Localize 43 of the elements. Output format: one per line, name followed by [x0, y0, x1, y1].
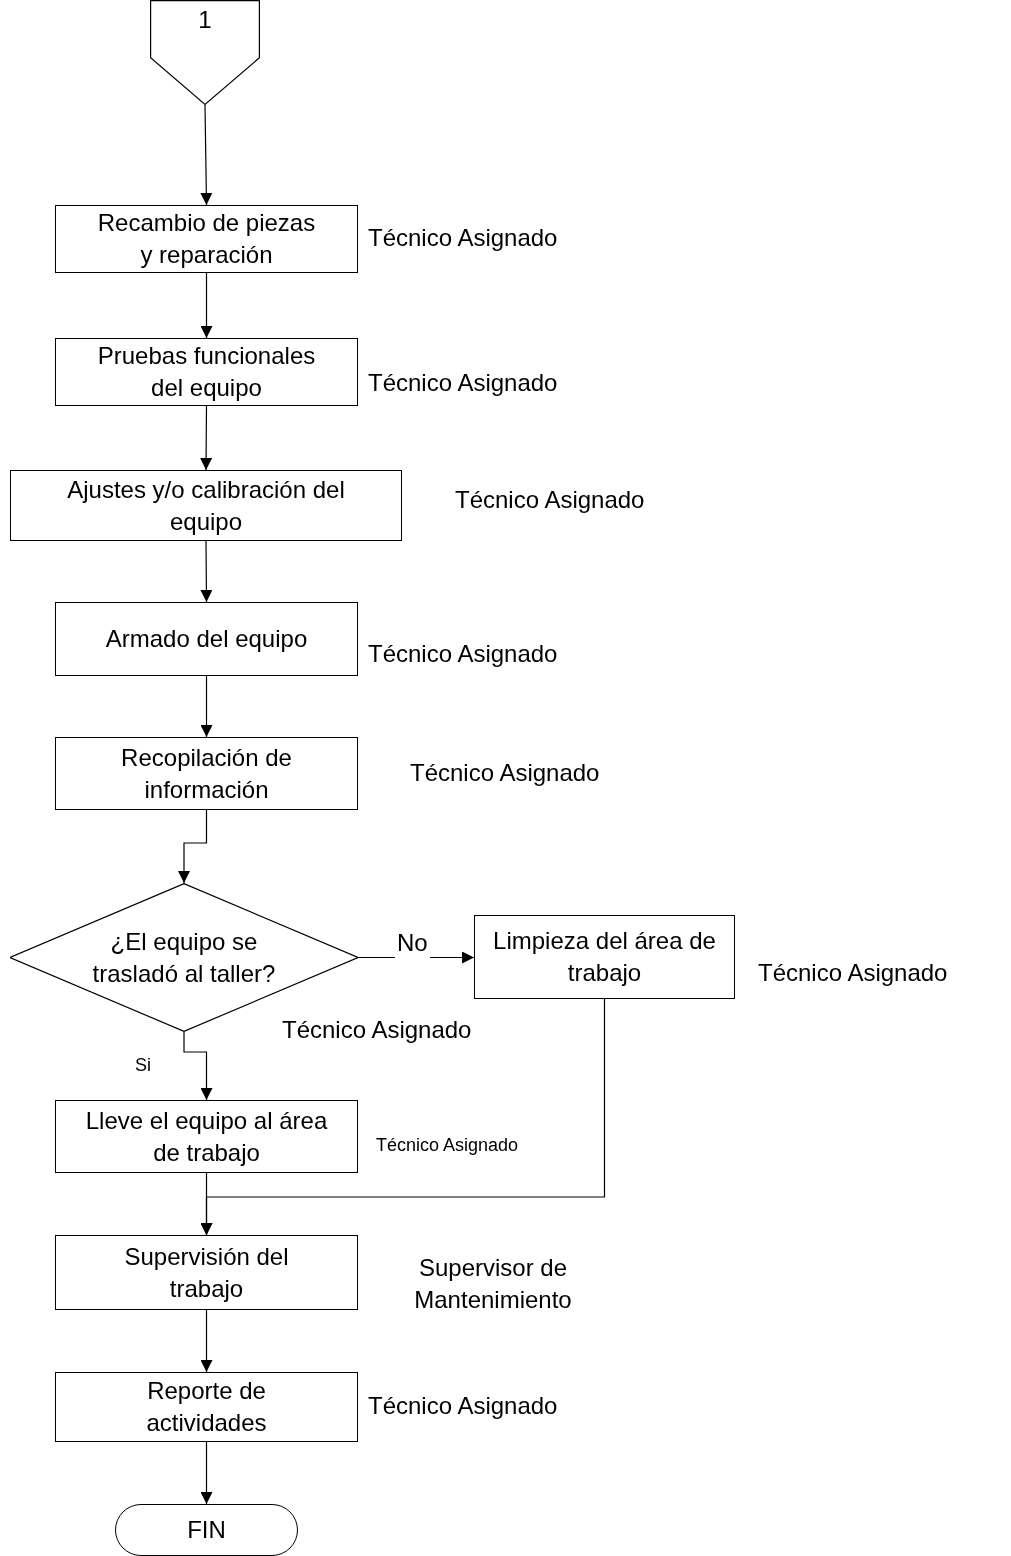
- process-box: [55, 737, 358, 810]
- step-text: Reporte de actividades: [145, 1376, 268, 1438]
- step-text: FIN: [186, 1515, 227, 1545]
- process-box: [55, 205, 358, 273]
- off-page-connector: [150, 0, 260, 105]
- step-text: Supervisión del trabajo: [123, 1241, 290, 1304]
- step-text: Pruebas funcionales del equipo: [96, 341, 317, 403]
- role-label: Técnico Asignado: [368, 1391, 558, 1421]
- arrow: [178, 809, 208, 884]
- role-label: Técnico Asignado: [376, 1134, 519, 1157]
- process-box: [55, 602, 358, 676]
- arrow: [200, 1309, 213, 1373]
- arrow: [200, 272, 213, 339]
- role-label: Técnico Asignado: [368, 639, 558, 669]
- arrow: [200, 998, 606, 1236]
- role-label: Técnico Asignado: [282, 1015, 472, 1045]
- arrow: [183, 1031, 213, 1101]
- role-label: Técnico Asignado: [368, 223, 558, 253]
- step-text: ¿El equipo se trasladó al taller?: [91, 926, 277, 989]
- arrow: [200, 104, 213, 206]
- role-label: Supervisor de Mantenimiento: [413, 1253, 573, 1315]
- terminator: [115, 1504, 298, 1556]
- step-text: Armado del equipo: [104, 624, 309, 654]
- step-text: Recopilación de información: [120, 742, 293, 805]
- step-text: Limpieza del área de trabajo: [492, 926, 717, 988]
- process-box: [474, 915, 735, 999]
- arrow: [200, 405, 213, 471]
- arrow: [200, 1441, 213, 1505]
- process-box: [55, 338, 358, 406]
- process-box: [55, 1100, 358, 1173]
- role-label: Técnico Asignado: [410, 758, 600, 788]
- role-label: Técnico Asignado: [368, 368, 558, 398]
- role-label: Técnico Asignado: [455, 485, 645, 515]
- arrow: [200, 540, 213, 603]
- process-box: [55, 1372, 358, 1442]
- arrow: [200, 675, 213, 738]
- process-box: [10, 470, 402, 541]
- step-text: 1: [197, 5, 213, 35]
- process-box: [55, 1235, 358, 1310]
- role-label: Técnico Asignado: [758, 958, 948, 988]
- step-text: Ajustes y/o calibración del equipo: [66, 474, 346, 537]
- step-text: Recambio de piezas y reparación: [96, 208, 317, 270]
- step-text: Lleve el equipo al área de trabajo: [84, 1105, 329, 1168]
